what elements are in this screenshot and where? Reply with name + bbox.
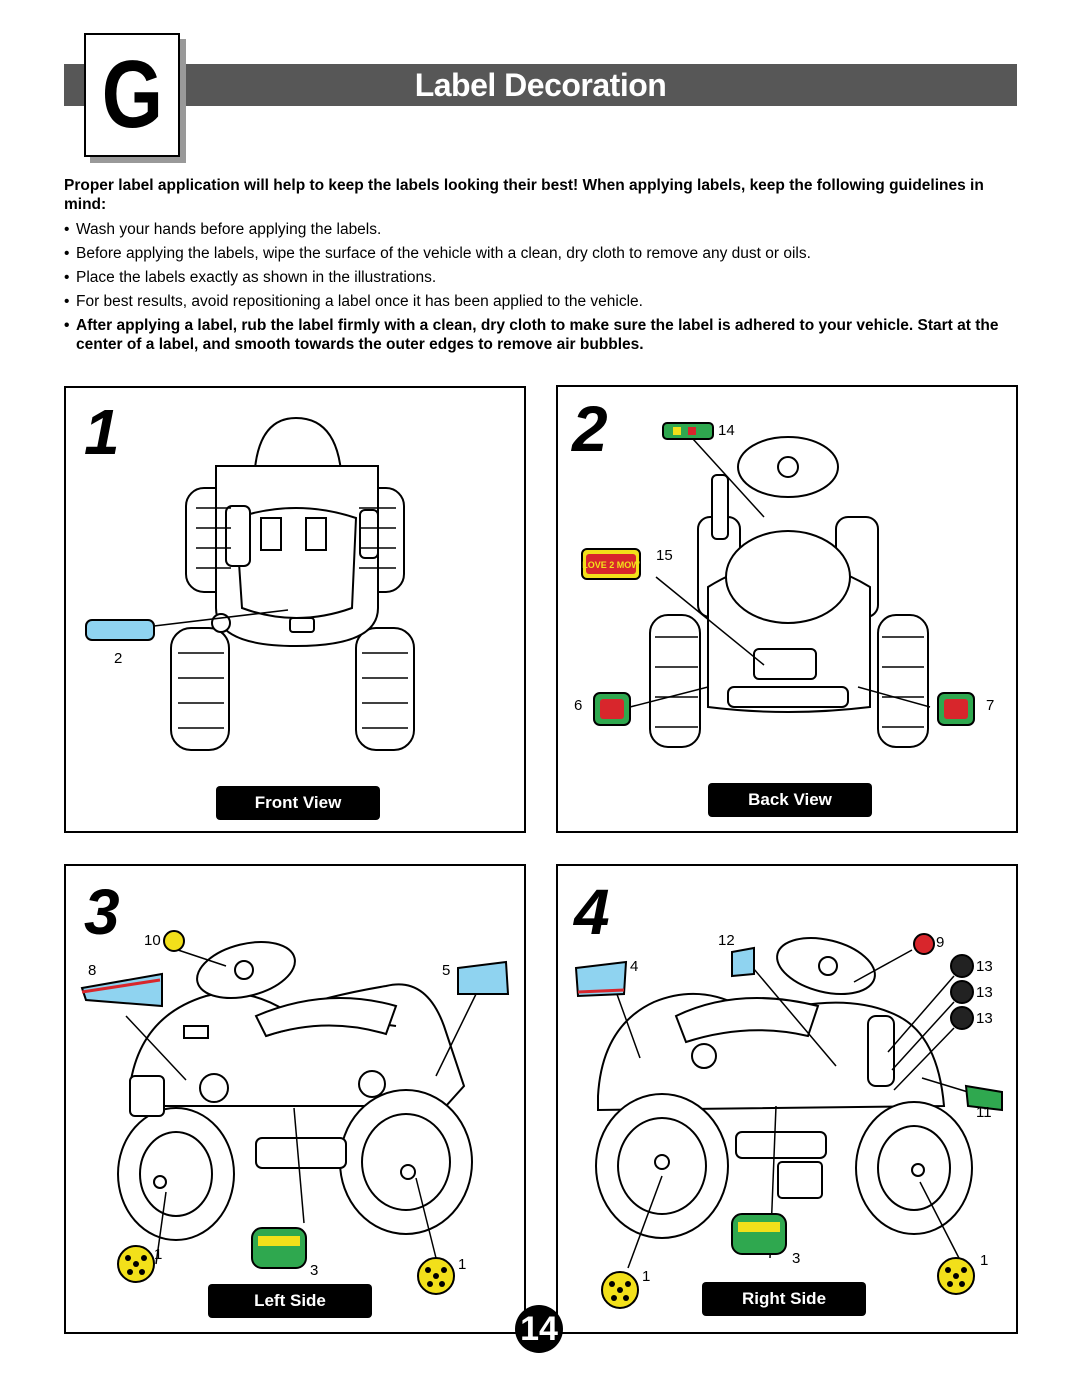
label-9-sticker	[913, 933, 935, 955]
label-3-sticker	[251, 1227, 307, 1269]
callout-number: 8	[88, 962, 97, 979]
callout-number: 10	[144, 932, 161, 949]
label-15-text: LOVE 2 MOW	[582, 560, 640, 570]
label-11-sticker	[964, 1084, 1003, 1112]
callout-number: 1	[154, 1246, 163, 1263]
page-number: 14	[515, 1305, 563, 1353]
instructions-lead: Proper label application will help to ke…	[64, 177, 984, 213]
callout-number: 13	[976, 984, 993, 1001]
callout-number: 9	[936, 934, 945, 951]
label-4-sticker	[574, 960, 628, 998]
view-label: Right Side	[702, 1282, 866, 1316]
guideline-item: Wash your hands before applying the labe…	[64, 220, 1014, 239]
callout-number: 15	[656, 547, 673, 564]
label-13-sticker	[950, 954, 974, 978]
callout-number: 3	[792, 1250, 801, 1267]
section-letter: G	[101, 41, 163, 148]
label-3-sticker	[731, 1213, 787, 1255]
panel-left-side: 3 10 8 5 1 3 1 Left Side	[64, 864, 526, 1334]
callout-number: 3	[310, 1262, 319, 1279]
callout-number: 1	[980, 1252, 989, 1269]
panel-right-side: 4 12 9 4 13 13 13 11 3 1 1 Right Side	[556, 864, 1018, 1334]
page-title: Label Decoration	[414, 67, 667, 103]
callout-number: 1	[458, 1256, 467, 1273]
callout-number: 2	[114, 650, 123, 667]
callout-number: 13	[976, 958, 993, 975]
callout-number: 6	[574, 697, 583, 714]
guideline-item: Place the labels exactly as shown in the…	[64, 268, 1014, 287]
step-number: 2	[572, 393, 608, 465]
label-2-sticker	[85, 619, 155, 641]
view-label: Left Side	[208, 1284, 372, 1318]
guideline-item: After applying a label, rub the label fi…	[64, 316, 1014, 354]
panel-back-view: LOVE 2 MOW 2 14 15 6 7 Back View	[556, 385, 1018, 833]
step-number: 3	[84, 876, 120, 948]
right-side-illustration	[574, 933, 1003, 1309]
view-label: Front View	[216, 786, 380, 820]
front-view-illustration	[85, 416, 415, 751]
instructions: Proper label application will help to ke…	[64, 176, 1014, 359]
label-5-sticker	[457, 960, 510, 995]
callout-number: 5	[442, 962, 451, 979]
label-12-sticker	[731, 946, 755, 978]
callout-number: 1	[642, 1268, 651, 1285]
callout-number: 11	[976, 1104, 992, 1121]
step-number: 4	[574, 876, 610, 948]
guideline-item: Before applying the labels, wipe the sur…	[64, 244, 1014, 263]
title-bar: Label Decoration	[64, 64, 1017, 106]
view-label: Back View	[708, 783, 872, 817]
label-10-sticker	[163, 930, 185, 952]
callout-number: 12	[718, 932, 735, 949]
callout-number: 14	[718, 422, 735, 439]
callout-number: 4	[630, 958, 639, 975]
callout-number: 13	[976, 1010, 993, 1027]
callout-number: 7	[986, 697, 995, 714]
label-13-sticker	[950, 980, 974, 1004]
panel-front-view: 1 2 Front View	[64, 386, 526, 833]
back-view-illustration: LOVE 2 MOW	[581, 422, 975, 748]
left-side-illustration	[80, 930, 510, 1295]
label-13-sticker	[950, 1006, 974, 1030]
guideline-item: For best results, avoid repositioning a …	[64, 292, 1014, 311]
section-letter-box: G	[84, 33, 180, 157]
guidelines-list: Wash your hands before applying the labe…	[64, 220, 1014, 354]
step-number: 1	[84, 396, 120, 468]
